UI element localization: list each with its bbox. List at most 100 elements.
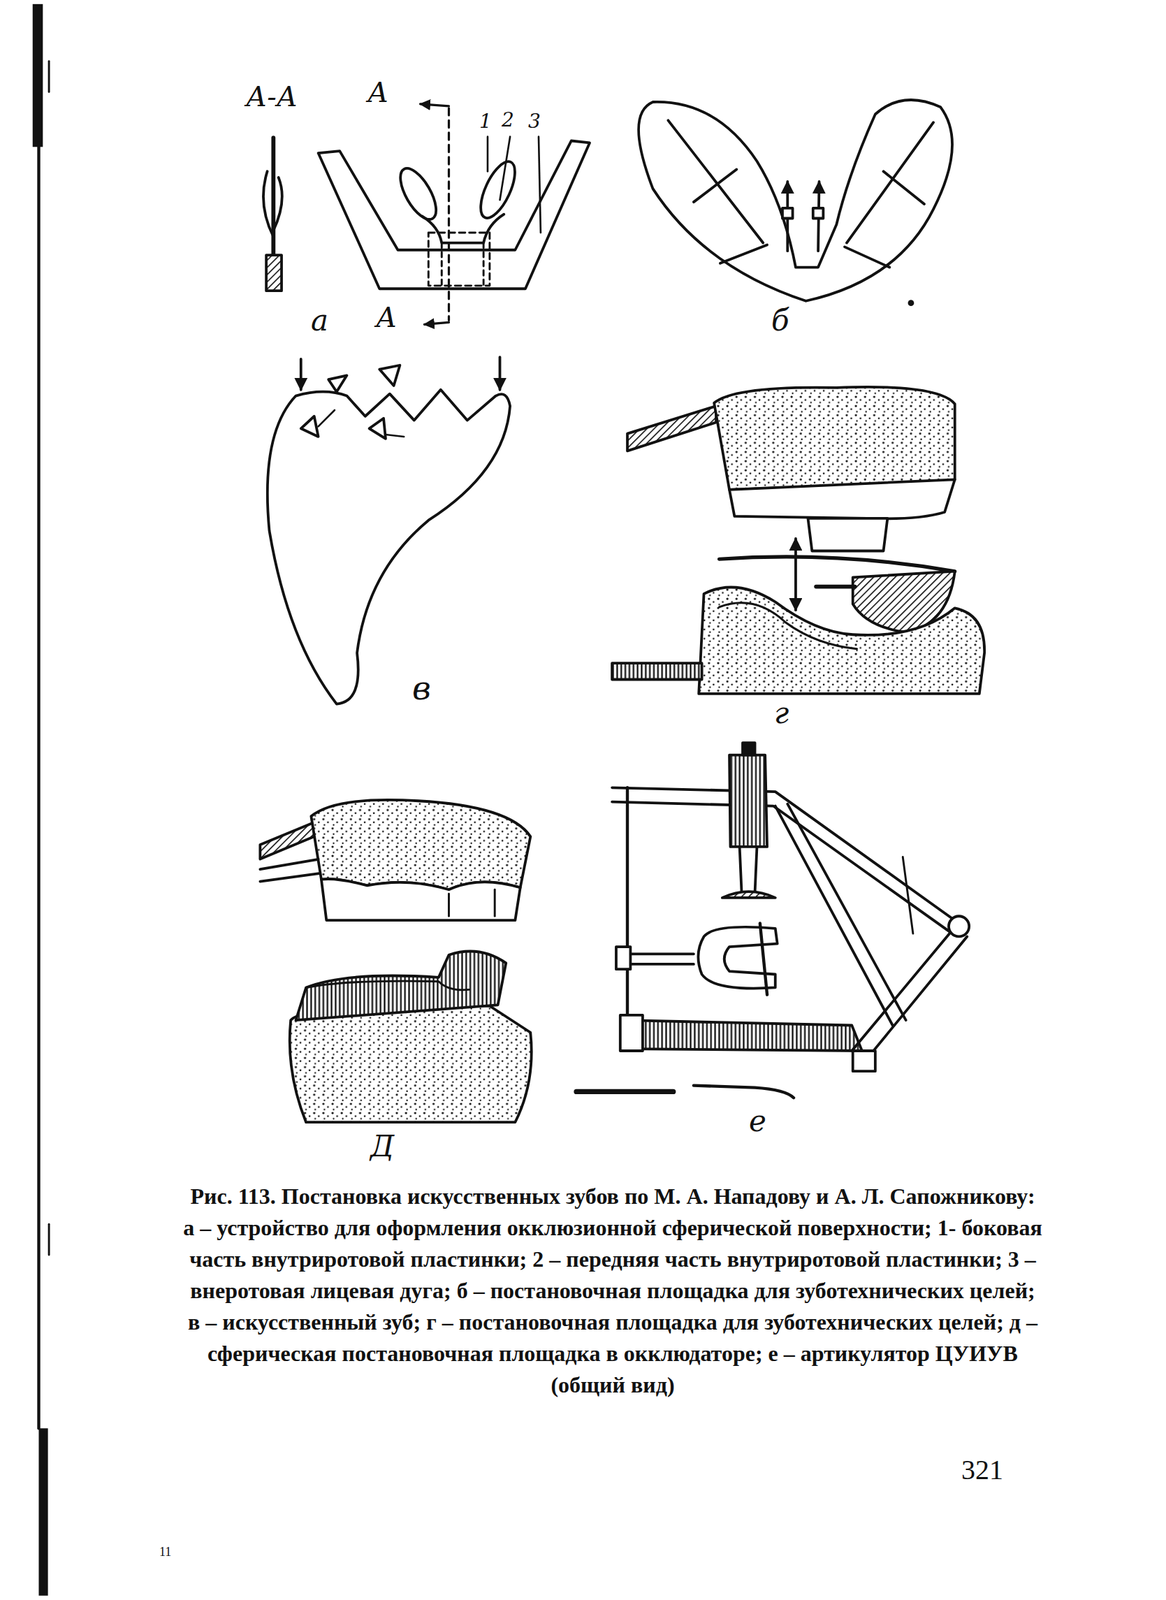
margin-tick (48, 61, 51, 93)
plate-edge (305, 980, 470, 990)
leader-line (499, 136, 510, 201)
upper-model (713, 387, 956, 490)
setting-platform-models (611, 387, 985, 694)
platform-line (667, 120, 763, 243)
panel-letter: е (748, 1106, 767, 1136)
base-block (620, 1015, 643, 1051)
rod (815, 584, 855, 589)
handle (611, 662, 702, 680)
panel-letter: а (310, 305, 329, 336)
lateral-plate (393, 162, 443, 225)
callout-number: 1 (479, 111, 492, 132)
section-line (447, 108, 450, 321)
arrow (318, 410, 335, 427)
margin-line (37, 142, 40, 1428)
upper-base (321, 878, 521, 921)
section-label: А-А (245, 82, 298, 111)
column (729, 755, 768, 847)
stem-line (482, 243, 485, 286)
tooth-outline (267, 389, 510, 705)
platform-line (883, 171, 925, 204)
rod (902, 857, 914, 935)
arrow (299, 359, 303, 390)
contour (718, 602, 857, 650)
lower-model (289, 1005, 532, 1123)
handle (627, 405, 717, 451)
arrow (498, 356, 502, 390)
panel-letter: г (774, 698, 789, 728)
mark (813, 208, 824, 219)
tool (576, 1089, 674, 1095)
stem-line (440, 243, 443, 286)
base-plate (624, 1019, 863, 1051)
cusp-mark (328, 375, 347, 392)
clamp (616, 946, 631, 969)
stem (428, 232, 490, 286)
platform (718, 556, 955, 572)
figure-caption: Рис. 113. Постановка искусственных зубов… (183, 1180, 1043, 1401)
callout-number: 3 (528, 111, 541, 132)
occlusal-device (263, 104, 590, 325)
cusp-mark (379, 365, 400, 386)
artificial-tooth (267, 356, 510, 704)
section-arrow (424, 322, 449, 325)
cusp-mark (301, 416, 319, 437)
platform-line (693, 169, 737, 202)
base-block (853, 1050, 876, 1071)
leader-line (486, 136, 490, 172)
leader-line (538, 136, 541, 233)
upper-arm (611, 787, 959, 932)
face-bow (318, 141, 590, 290)
panel-letter: в (412, 672, 432, 705)
lower-model (698, 586, 985, 694)
page-number: 321 (961, 1455, 1004, 1484)
arrow (385, 434, 404, 437)
section-plate (273, 177, 282, 231)
cusp-mark (369, 418, 386, 439)
margin-bar (32, 4, 44, 147)
section-letter: А (375, 303, 397, 332)
section-letter: А (367, 78, 389, 107)
panel-letter: б (771, 305, 790, 336)
section-arrow (420, 104, 450, 107)
rod (625, 787, 629, 1031)
lateral-plate (473, 156, 522, 223)
model-block (807, 518, 888, 552)
platform-line (846, 122, 934, 243)
pin (760, 922, 768, 995)
upper-base (729, 479, 956, 519)
handle (259, 873, 320, 882)
tick (447, 893, 450, 916)
margin-bars (32, 4, 49, 1596)
post (851, 928, 967, 1062)
section-handle (266, 254, 282, 291)
platform-line (844, 246, 890, 267)
spherical-plate (295, 951, 506, 1021)
page-mark: 11 (159, 1545, 172, 1558)
handle (259, 822, 314, 860)
platform-outline (638, 99, 953, 302)
lower-arm (622, 953, 694, 965)
section-bar (271, 137, 276, 258)
tool (693, 1085, 794, 1099)
margin-bar (38, 1427, 48, 1595)
upper-model (310, 799, 531, 890)
hinge (948, 915, 969, 937)
screw (742, 742, 756, 756)
spherical-platform (259, 799, 531, 1122)
platform-line (720, 244, 768, 263)
column (739, 846, 758, 893)
callout-number: 2 (501, 110, 515, 130)
arrow (794, 538, 798, 610)
handle (259, 858, 320, 870)
setting-platform (638, 99, 953, 306)
margin-tick (48, 1223, 51, 1255)
post (775, 804, 907, 1026)
front-plate (422, 214, 505, 244)
incisal-pin (722, 891, 776, 898)
section-plate (263, 171, 274, 237)
tick (493, 889, 497, 916)
articulator (576, 742, 969, 1098)
panel-letter: Д (370, 1131, 395, 1162)
